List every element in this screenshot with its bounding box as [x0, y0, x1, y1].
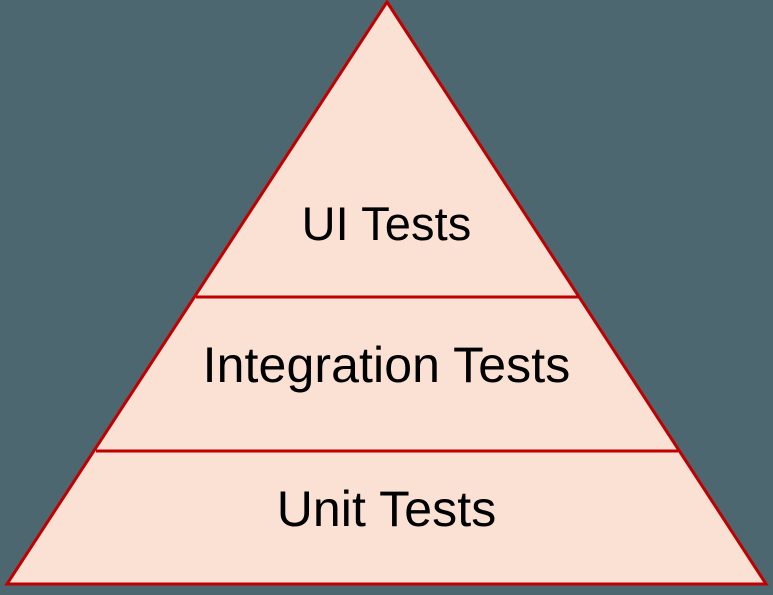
- pyramid-body: [4, 0, 769, 586]
